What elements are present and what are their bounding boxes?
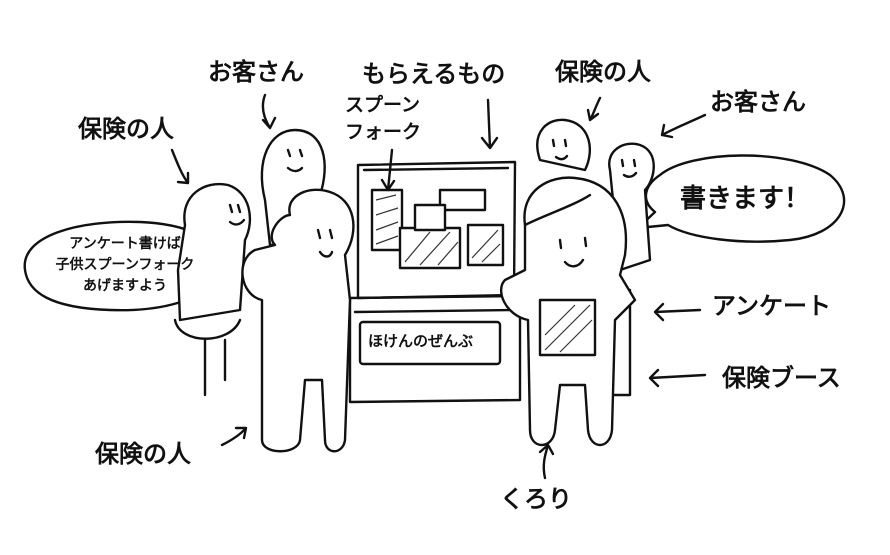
label-goodies-spoon: スプーン: [345, 94, 421, 116]
speech-left-line: アンケート書けば: [69, 236, 181, 252]
speech-left-line: あげますよう: [83, 278, 167, 294]
label-goodies-fork: フォーク: [345, 121, 422, 143]
goodies-items: [370, 188, 505, 270]
label-insurer-top: 保険の人: [555, 58, 651, 86]
insurer-figure-top: [536, 118, 592, 172]
speech-right-text: 書きます！: [680, 184, 811, 214]
label-insurer-left: 保険の人: [78, 115, 174, 143]
arrows: [170, 93, 707, 480]
label-booth: 保険ブース: [722, 364, 841, 392]
label-customer-right: お客さん: [710, 88, 806, 116]
speech-left-text: アンケート書けば 子供スプーンフォーク あげますよう: [30, 234, 220, 297]
label-insurer-bottom: 保険の人: [95, 440, 191, 468]
booth-sign-text: ほけんのぜんぶ: [368, 332, 474, 350]
insurer-figure-left: [176, 182, 252, 322]
speech-bubble-right: [636, 154, 846, 243]
label-self: くろり: [500, 485, 572, 513]
booth-table: [348, 160, 522, 404]
insurer-figure-front: [241, 188, 355, 453]
label-questionnaire: アンケート: [712, 292, 832, 320]
speech-left-line: 子供スプーンフォーク: [55, 257, 195, 273]
label-customer-top-left: お客さん: [208, 58, 304, 86]
label-goodies: もらえるもの: [362, 60, 506, 88]
